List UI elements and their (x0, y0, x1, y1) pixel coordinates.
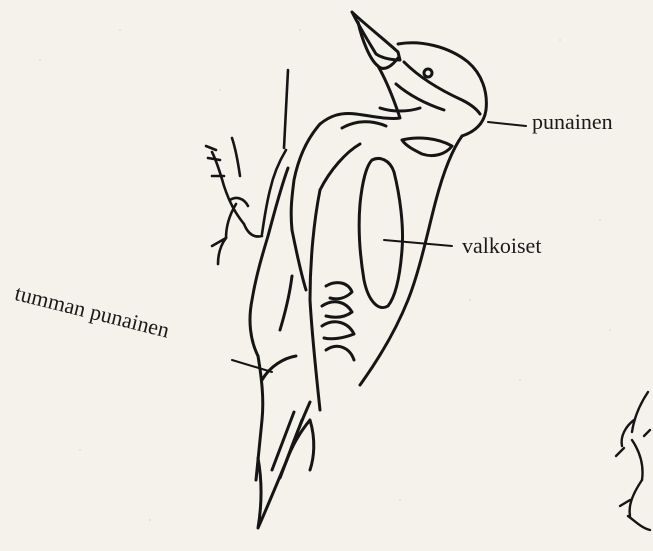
leader-red (488, 122, 526, 126)
feet (206, 70, 288, 264)
leader-white (384, 240, 452, 246)
eye (424, 69, 432, 77)
paper-texture (39, 29, 611, 521)
beak (352, 12, 400, 60)
wing-outline (310, 190, 320, 410)
label-red: punainen (532, 111, 613, 133)
partial-drawing-edge (616, 392, 650, 530)
leader-darkred (232, 360, 272, 372)
bird-body (250, 12, 486, 528)
label-white: valkoiset (462, 235, 541, 257)
white-patch (359, 159, 402, 308)
